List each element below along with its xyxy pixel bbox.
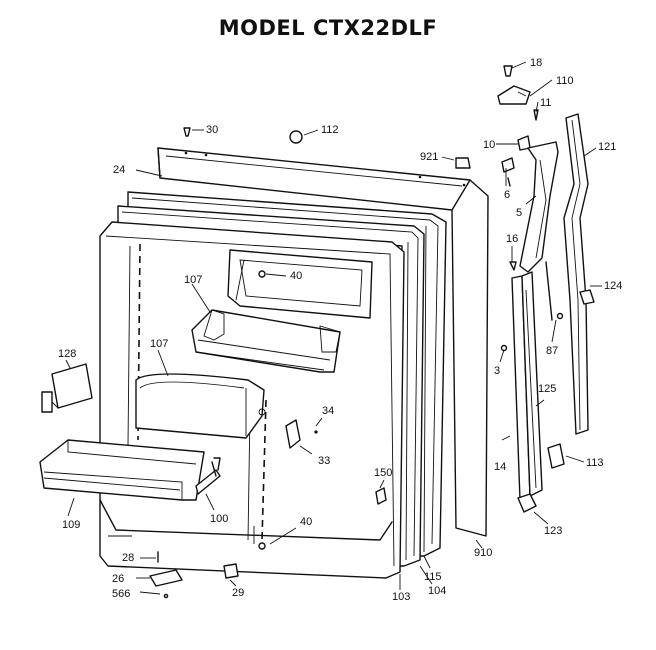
- label-121: 121: [598, 141, 616, 153]
- label-33: 33: [318, 455, 330, 467]
- part-100: [195, 457, 221, 495]
- label-30: 30: [206, 124, 218, 136]
- label-123: 123: [544, 525, 562, 537]
- label-566: 566: [112, 588, 130, 600]
- label-29: 29: [232, 587, 244, 599]
- label-112: 112: [321, 124, 339, 136]
- label-104: 104: [428, 585, 446, 597]
- handle-trim: [500, 261, 565, 513]
- label-14: 14: [494, 461, 506, 473]
- label-5: 5: [516, 207, 522, 219]
- leader-lines: [65, 61, 602, 595]
- label-16: 16: [506, 233, 518, 245]
- label-124: 124: [604, 280, 622, 292]
- label-128: 128: [58, 348, 76, 360]
- door-handle: [563, 113, 595, 435]
- door-shelf-lower: [135, 373, 266, 439]
- label-107a: 107: [184, 274, 202, 286]
- label-109: 109: [62, 519, 80, 531]
- label-110: 110: [556, 75, 574, 87]
- label-28: 28: [122, 552, 134, 564]
- outer-door-panel: [157, 147, 489, 537]
- label-100: 100: [210, 513, 228, 525]
- label-11: 11: [540, 97, 551, 109]
- diagram-title: MODEL CTX22DLF: [218, 16, 438, 40]
- hardware: [149, 127, 471, 599]
- label-125: 125: [538, 383, 556, 395]
- label-87: 87: [546, 345, 558, 357]
- part-128: [41, 363, 93, 413]
- part-labels: 18 110 11 10 6 5 121 30 112 921 24 16 12…: [58, 57, 622, 603]
- label-10: 10: [483, 139, 495, 151]
- butter-bin: [39, 439, 205, 501]
- label-3: 3: [494, 365, 500, 377]
- label-24: 24: [113, 164, 125, 176]
- label-107b: 107: [150, 338, 168, 350]
- label-26: 26: [112, 573, 124, 585]
- label-6: 6: [504, 189, 510, 201]
- door-shelf-upper: [191, 309, 341, 373]
- label-103: 103: [392, 591, 410, 603]
- label-115: 115: [424, 571, 442, 583]
- hinge-assembly: [497, 65, 559, 273]
- door-gasket: [117, 191, 447, 567]
- label-921: 921: [420, 151, 438, 163]
- label-18: 18: [530, 57, 542, 69]
- label-40b: 40: [300, 516, 312, 528]
- label-40a: 40: [290, 270, 302, 282]
- label-150: 150: [374, 467, 392, 479]
- label-113: 113: [586, 457, 604, 469]
- label-34: 34: [322, 405, 334, 417]
- label-910: 910: [474, 547, 492, 559]
